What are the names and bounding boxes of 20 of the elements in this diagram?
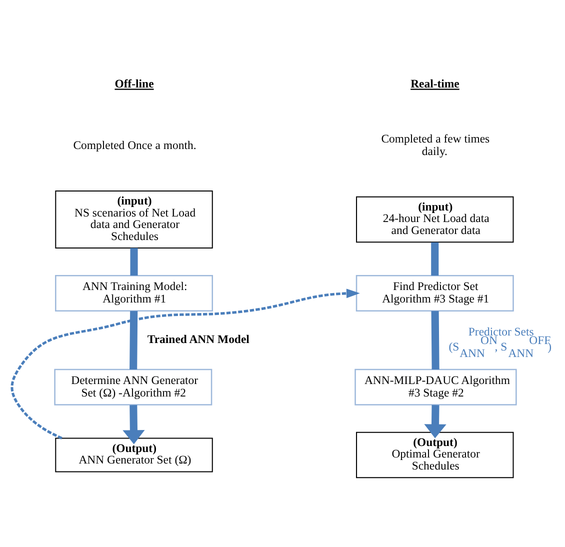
arrow <box>122 404 145 444</box>
connector <box>130 310 138 370</box>
node-box: (input) NS scenarios of Net Load data and Generator Schedules <box>55 190 213 248</box>
node-box: (Output) Optimal Generator Schedules <box>356 431 514 478</box>
connector <box>431 310 440 370</box>
connector <box>130 248 138 276</box>
node-box: ANN-MILP-DAUC Algorithm #3 Stage #2 <box>354 368 517 405</box>
node-box: ANN Training Model: Algorithm #1 <box>55 274 213 311</box>
node-box: Find Predictor Set Algorithm #3 Stage #1 <box>356 274 514 311</box>
node-box: (Output) ANN Generator Set (Ω) <box>55 437 213 472</box>
label: Completed a few times daily. <box>381 132 490 158</box>
label: Completed Once a month. <box>73 138 196 152</box>
arrow <box>10 288 360 439</box>
connector <box>431 242 439 276</box>
node-box: (input) 24-hour Net Load data and Generator data <box>356 196 514 242</box>
label: Real-time <box>410 77 460 90</box>
label: Off-line <box>114 77 154 90</box>
arrow <box>424 404 446 438</box>
edge-label: Trained ANN Model <box>147 332 250 346</box>
node-box: Determine ANN Generator Set (Ω) -Algorithm #2 <box>54 368 212 405</box>
